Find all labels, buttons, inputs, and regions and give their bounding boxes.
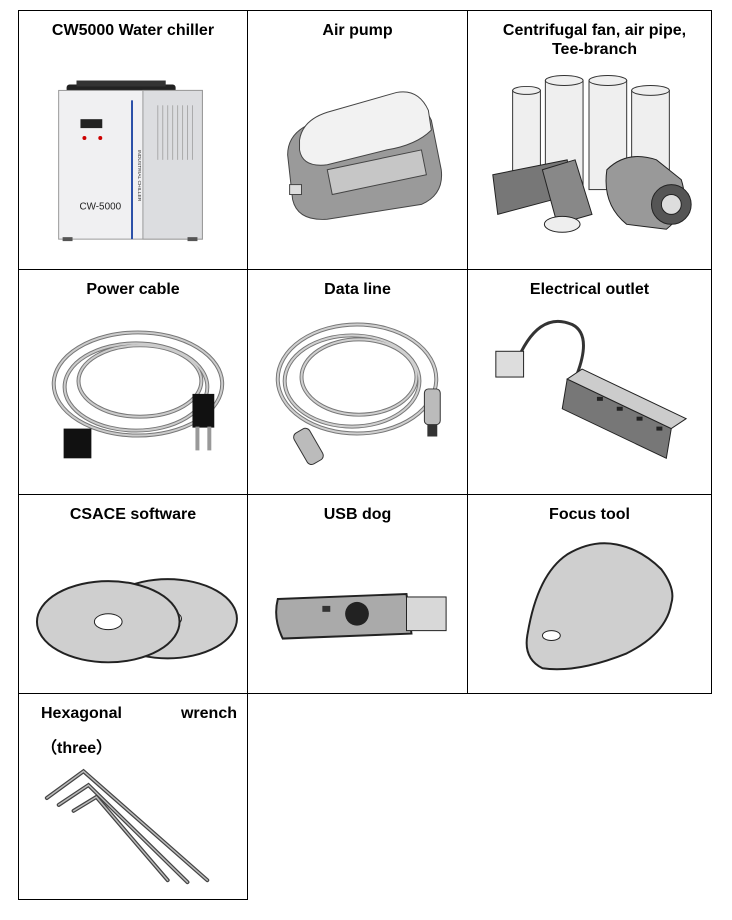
item-cell-power-cable: Power cable xyxy=(18,269,248,495)
item-cell-air-pump: Air pump xyxy=(247,10,468,270)
item-label: Power cable xyxy=(86,281,180,298)
item-cell-usb-dog: USB dog xyxy=(247,494,468,694)
item-cell-csace-software: CSACE software xyxy=(18,494,248,694)
item-cell-data-line: Data line xyxy=(247,269,468,495)
usb-dog-image xyxy=(275,592,447,640)
item-cell-hexagonal-wrench: Hexagonal wrench （three） xyxy=(18,693,248,900)
software-discs-image xyxy=(35,578,238,664)
item-label: Electrical outlet xyxy=(529,281,650,298)
item-label: USB dog xyxy=(323,506,392,523)
item-cell-water-chiller: CW5000 Water chiller CW-5000 INDUSTRIAL … xyxy=(18,10,248,270)
electrical-outlet-image xyxy=(495,319,688,460)
item-label: Air pump xyxy=(322,22,393,39)
item-label: Hexagonal wrench xyxy=(41,705,237,722)
item-label: Focus tool xyxy=(549,506,630,523)
power-cable-image xyxy=(51,330,225,459)
item-label: CSACE software xyxy=(69,506,197,523)
centrifugal-fan-image xyxy=(492,75,692,233)
item-cell-centrifugal-fan: Centrifugal fan, air pipe, Tee-branch xyxy=(467,10,712,270)
item-label: Centrifugal fan, air pipe, Tee-branch xyxy=(502,22,687,58)
air-pump-image xyxy=(287,91,443,220)
data-line-image xyxy=(275,322,441,466)
item-label: Data line xyxy=(324,281,391,298)
item-cell-electrical-outlet: Electrical outlet xyxy=(467,269,712,495)
focus-tool-image xyxy=(525,542,674,671)
item-cell-focus-tool: Focus tool xyxy=(467,494,712,694)
hex-wrench-image xyxy=(44,768,210,885)
device-side-label: INDUSTRIAL CHILLER xyxy=(136,150,142,202)
item-label-line2: （three） xyxy=(41,740,113,757)
device-label: CW-5000 xyxy=(79,201,121,212)
item-label: CW5000 Water chiller xyxy=(51,22,215,39)
water-chiller-image: CW-5000 INDUSTRIAL CHILLER xyxy=(58,80,203,242)
